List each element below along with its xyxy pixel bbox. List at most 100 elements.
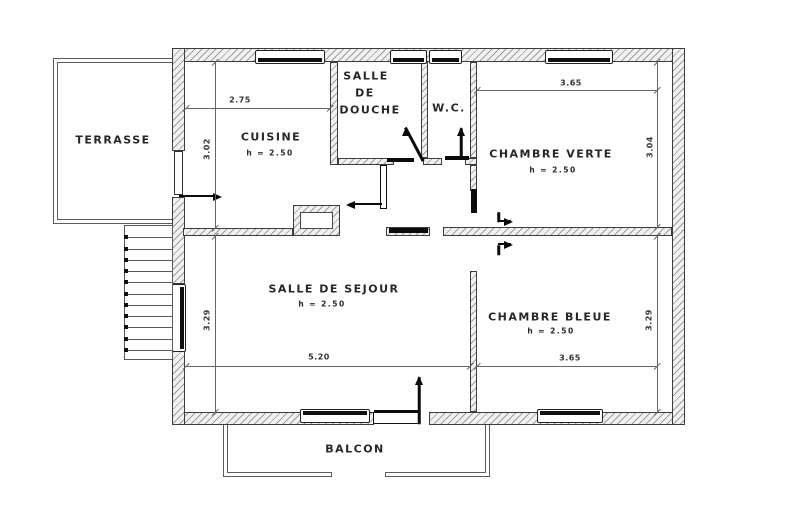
wc-label: W.C. xyxy=(432,101,466,115)
wall-cuisine-sejour xyxy=(183,228,293,236)
stair-tread xyxy=(125,316,172,317)
douche-window xyxy=(390,50,427,64)
stair-rail-post xyxy=(124,292,128,296)
wall-verte-bleue xyxy=(443,227,672,236)
sejour-label: SALLE DE SEJOUR xyxy=(268,282,400,296)
dim-sejour-width: 5.20 xyxy=(308,352,330,362)
dim-verte-depth: 3.04 xyxy=(645,136,655,158)
stair-rail-post xyxy=(124,269,128,273)
bleue-window xyxy=(537,409,603,423)
stair-rail-post xyxy=(124,325,128,329)
stair-rail-post xyxy=(124,314,128,318)
stair-rail-post xyxy=(124,235,128,239)
stairwell-window xyxy=(172,284,186,352)
sejour-window xyxy=(300,409,370,423)
bleue-label: CHAMBRE BLEUE xyxy=(488,310,612,324)
dim-cuisine-width-line xyxy=(186,108,330,109)
stairwell-window-bar xyxy=(180,287,184,349)
cuisine-door-part-0 xyxy=(380,165,387,209)
bleue-height-label: h = 2.50 xyxy=(527,326,575,336)
wall-hall-top-3 xyxy=(465,158,477,165)
wc-door-part-0 xyxy=(445,156,469,160)
exterior-wall-right xyxy=(672,48,685,425)
wall-hall-top-2 xyxy=(423,158,442,165)
balcon-outline-bottom-outer-2 xyxy=(385,476,490,477)
wall-cuisine-douche xyxy=(330,62,338,165)
staircase xyxy=(124,225,173,360)
dim-cuisine-width: 2.75 xyxy=(229,95,251,105)
stair-tread xyxy=(125,350,172,351)
cuisine-height-label: h = 2.50 xyxy=(246,148,294,158)
terrasse-outline-top-outer xyxy=(53,58,172,59)
stair-rail-post xyxy=(124,348,128,352)
dim-sejour-depth: 3.29 xyxy=(202,309,212,331)
stair-tread xyxy=(125,282,172,283)
stair-tread xyxy=(125,271,172,272)
dim-verte-width-line xyxy=(477,90,657,91)
balcon-outline-left-outer xyxy=(223,425,224,477)
wall-hall-bleue xyxy=(470,271,477,412)
wc-window-bar xyxy=(432,58,459,62)
wc-window xyxy=(429,50,462,64)
dim-sejour-depth-line xyxy=(215,236,216,412)
terrasse-label: TERRASSE xyxy=(75,133,151,147)
terrasse-door-swing-arrow xyxy=(213,193,222,201)
balcon-door-part-0 xyxy=(373,412,420,424)
wall-hall-verte xyxy=(470,165,477,191)
wall-douche-wc xyxy=(421,62,428,158)
douche-door-swing-arrow xyxy=(402,127,410,136)
balcon-outline-left-inner xyxy=(227,425,228,473)
dim-bleue-depth-line xyxy=(657,236,658,412)
terrasse-outline-left-inner xyxy=(57,62,58,220)
stair-tread xyxy=(125,327,172,328)
bleue-window-bar xyxy=(540,411,600,415)
wc-door-swing-arrow xyxy=(457,127,465,136)
dim-cuisine-depth-line xyxy=(215,62,216,228)
exterior-wall-left-upper xyxy=(172,48,185,151)
verte-label: CHAMBRE VERTE xyxy=(489,147,613,161)
cuisine-window xyxy=(255,50,325,64)
douche-door-part-0 xyxy=(387,158,414,162)
douche-label-line1: SALLE xyxy=(343,69,389,83)
stair-tread xyxy=(125,249,172,250)
verte-window xyxy=(545,50,613,64)
dim-cuisine-depth: 3.02 xyxy=(202,138,212,160)
wall-hall-top-1 xyxy=(338,158,394,165)
stair-rail-post xyxy=(124,303,128,307)
douche-label-line2: DE xyxy=(355,86,375,100)
dim-bleue-depth: 3.29 xyxy=(644,309,654,331)
terrasse-door-part-0 xyxy=(179,194,218,198)
balcon-gap-tick-right xyxy=(385,472,386,477)
sejour-window-bar xyxy=(303,411,367,415)
dim-sejour-width-line xyxy=(186,366,470,367)
terrasse-outline-left-outer xyxy=(53,58,54,224)
verte-door-swing-arrow xyxy=(504,218,513,226)
stair-rail-post xyxy=(124,247,128,251)
bleue-door-part-0 xyxy=(497,245,501,255)
dim-bleue-width: 3.65 xyxy=(559,353,581,363)
stair-tread xyxy=(125,339,172,340)
cuisine-door-swing-arrow xyxy=(346,201,355,209)
balcon-outline-right-outer xyxy=(489,425,490,477)
stair-tread xyxy=(125,294,172,295)
exterior-wall-left-lower xyxy=(172,351,185,425)
douche-label-line3: DOUCHE xyxy=(339,103,401,117)
dim-bleue-width-line xyxy=(477,366,657,367)
stair-tread xyxy=(125,237,172,238)
balcon-outline-right-inner xyxy=(485,425,486,473)
dim-verte-depth-line xyxy=(657,62,658,227)
balcon-door-swing-arrow xyxy=(415,376,423,385)
wall-wc-verte xyxy=(470,62,477,158)
balcon-label: BALCON xyxy=(325,442,385,456)
sejour-door-part-0 xyxy=(389,228,428,233)
stair-tread xyxy=(125,260,172,261)
verte-window-bar xyxy=(548,58,610,62)
cuisine-label: CUISINE xyxy=(240,130,302,144)
cuisine-window-bar xyxy=(258,58,322,62)
balcon-outline-bottom-outer-1 xyxy=(223,476,331,477)
balcon-gap-tick-left xyxy=(331,472,332,477)
stair-rail-post xyxy=(124,337,128,341)
terrasse-outline-bottom-outer xyxy=(53,223,172,224)
stair-tread xyxy=(125,305,172,306)
terrasse-outline-bottom-inner xyxy=(57,219,172,220)
